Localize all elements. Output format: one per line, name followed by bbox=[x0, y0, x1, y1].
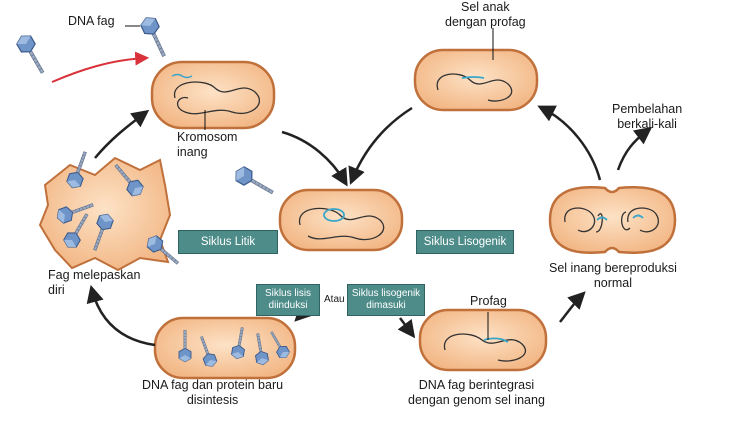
attaching-phage bbox=[138, 13, 172, 60]
label-kromosom-inang: Kromosom inang bbox=[177, 130, 238, 159]
integration-cell bbox=[418, 308, 548, 372]
box-siklus-lisogenik: Siklus Lisogenik bbox=[416, 230, 514, 254]
dividing-cell bbox=[548, 186, 677, 254]
lysing-cell bbox=[38, 149, 183, 272]
free-phage bbox=[13, 31, 51, 78]
box-siklus-litik: Siklus Litik bbox=[178, 230, 278, 254]
label-atau: Atau bbox=[324, 294, 345, 305]
label-dna-berintegrasi: DNA fag berintegrasi dengan genom sel in… bbox=[408, 378, 545, 407]
label-sel-anak: Sel anak dengan profag bbox=[445, 0, 526, 29]
free-phage-center bbox=[231, 163, 278, 201]
label-fag-melepaskan: Fag melepaskan diri bbox=[48, 268, 141, 297]
label-pembelahan: Pembelahan berkali-kali bbox=[612, 102, 683, 131]
phage-dna-in-cell bbox=[278, 188, 404, 252]
label-profag: Profag bbox=[470, 294, 507, 308]
synthesis-cell bbox=[153, 316, 297, 380]
infected-cell bbox=[150, 60, 276, 130]
infection-arrow bbox=[51, 51, 150, 83]
label-sel-inang-bereproduksi: Sel inang bereproduksi normal bbox=[549, 261, 677, 290]
label-dna-protein-baru: DNA fag dan protein baru disintesis bbox=[142, 378, 284, 407]
label-dna-fag: DNA fag bbox=[68, 14, 115, 28]
box-siklus-lisis-diinduksi: Siklus lisis diinduksi bbox=[256, 284, 320, 316]
box-siklus-lisogenik-dimasuki: Siklus lisogenik dimasuki bbox=[347, 284, 425, 316]
daughter-cell-with-prophage bbox=[413, 48, 539, 112]
